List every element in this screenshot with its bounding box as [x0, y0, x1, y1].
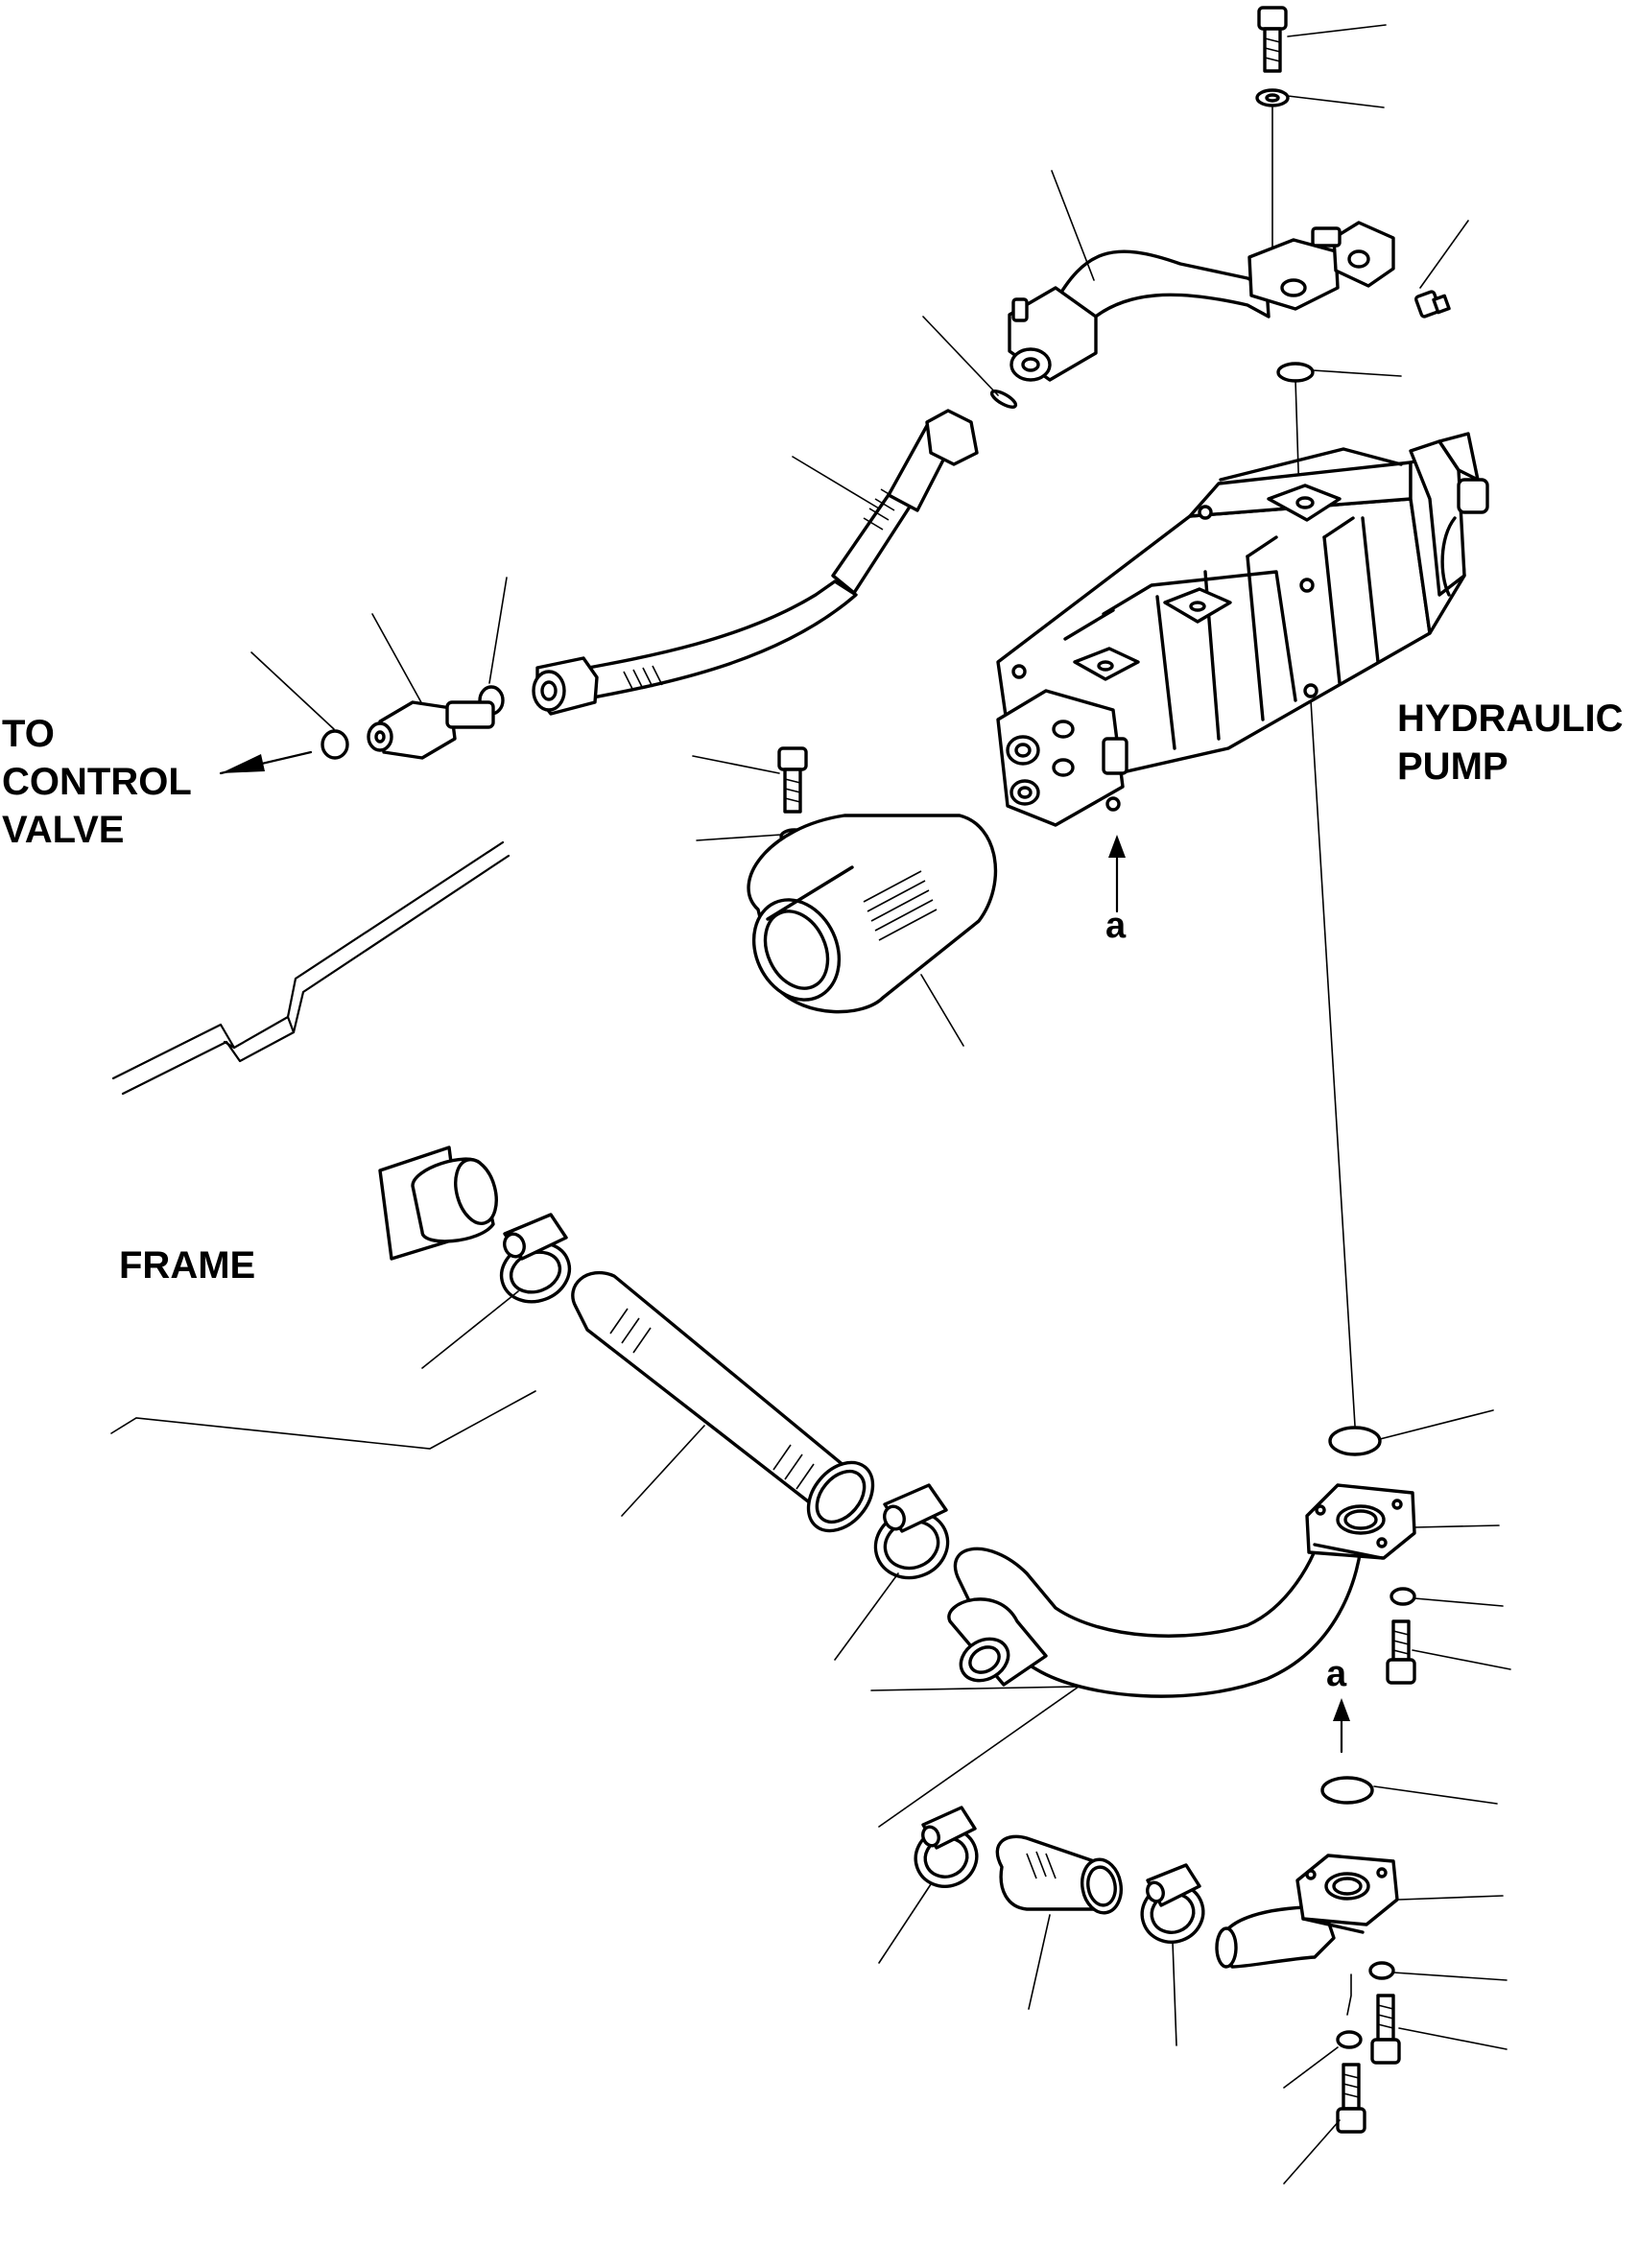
rubber-hose: [571, 1270, 875, 1533]
frame-pipe-stub: [378, 1146, 498, 1261]
lower-elbow: [1215, 1854, 1399, 1969]
hydraulic-pump-line-1: HYDRAULIC: [1397, 697, 1624, 740]
callout-leaders: [110, 24, 1511, 2185]
clamp-middle: [873, 1483, 950, 1580]
flange-ref-label: a: [1326, 1654, 1347, 1694]
upper-suction-tube: [1008, 221, 1395, 382]
small-fitting: [1413, 290, 1451, 319]
outlet-o-ring: [321, 729, 349, 760]
pump-ref-arrowhead: [1108, 835, 1126, 858]
to-control-valve-line-1: TO: [2, 713, 55, 755]
flange-bolt-lower-right: [1370, 1994, 1401, 2065]
flange-bolt-lower-left: [1336, 2063, 1366, 2134]
clamp-upper: [499, 1213, 572, 1304]
hydraulic-pump-line-2: PUMP: [1397, 745, 1508, 788]
connector-nipple: [367, 700, 495, 760]
top-washer: [1255, 88, 1290, 107]
clamp-lower-right: [1140, 1863, 1205, 1944]
hydraulic-pump-label: HYDRAULIC PUMP: [1397, 695, 1624, 791]
frame-label: FRAME: [119, 1244, 256, 1287]
frame-outline: [111, 840, 511, 1096]
bracket-leader: [870, 1686, 1081, 1828]
flange-washer-lower: [1368, 1961, 1395, 1980]
to-control-valve-line-3: VALVE: [2, 809, 125, 851]
to-control-valve-arrowhead: [221, 754, 265, 773]
flange-o-ring-lower: [1320, 1776, 1374, 1805]
top-bolt: [1257, 6, 1288, 73]
pump-o-ring: [1276, 362, 1315, 383]
strainer: [747, 814, 998, 1014]
hydraulic-pump: [996, 432, 1489, 827]
hose-end-nut: [532, 656, 599, 716]
to-control-valve-label: TO CONTROL VALVE: [2, 710, 192, 854]
suction-hose: [535, 409, 979, 708]
to-control-valve-line-2: CONTROL: [2, 761, 192, 803]
pump-to-flange-center-line: [1310, 699, 1356, 1427]
flange-washer-lower-left: [1336, 2030, 1363, 2049]
flange-o-ring-upper: [1328, 1426, 1382, 1456]
flange-ref-arrowhead: [1333, 1698, 1350, 1721]
lower-center-line: [1346, 1973, 1352, 2016]
filter-bolt: [777, 746, 808, 814]
clamp-lower-left: [914, 1806, 979, 1888]
pump-ref-label: a: [1105, 906, 1127, 946]
flange-bolt-upper: [1386, 1619, 1416, 1685]
lower-suction-tube: [947, 1483, 1416, 1698]
flange-washer-upper: [1390, 1587, 1416, 1606]
short-hose: [995, 1834, 1123, 1915]
